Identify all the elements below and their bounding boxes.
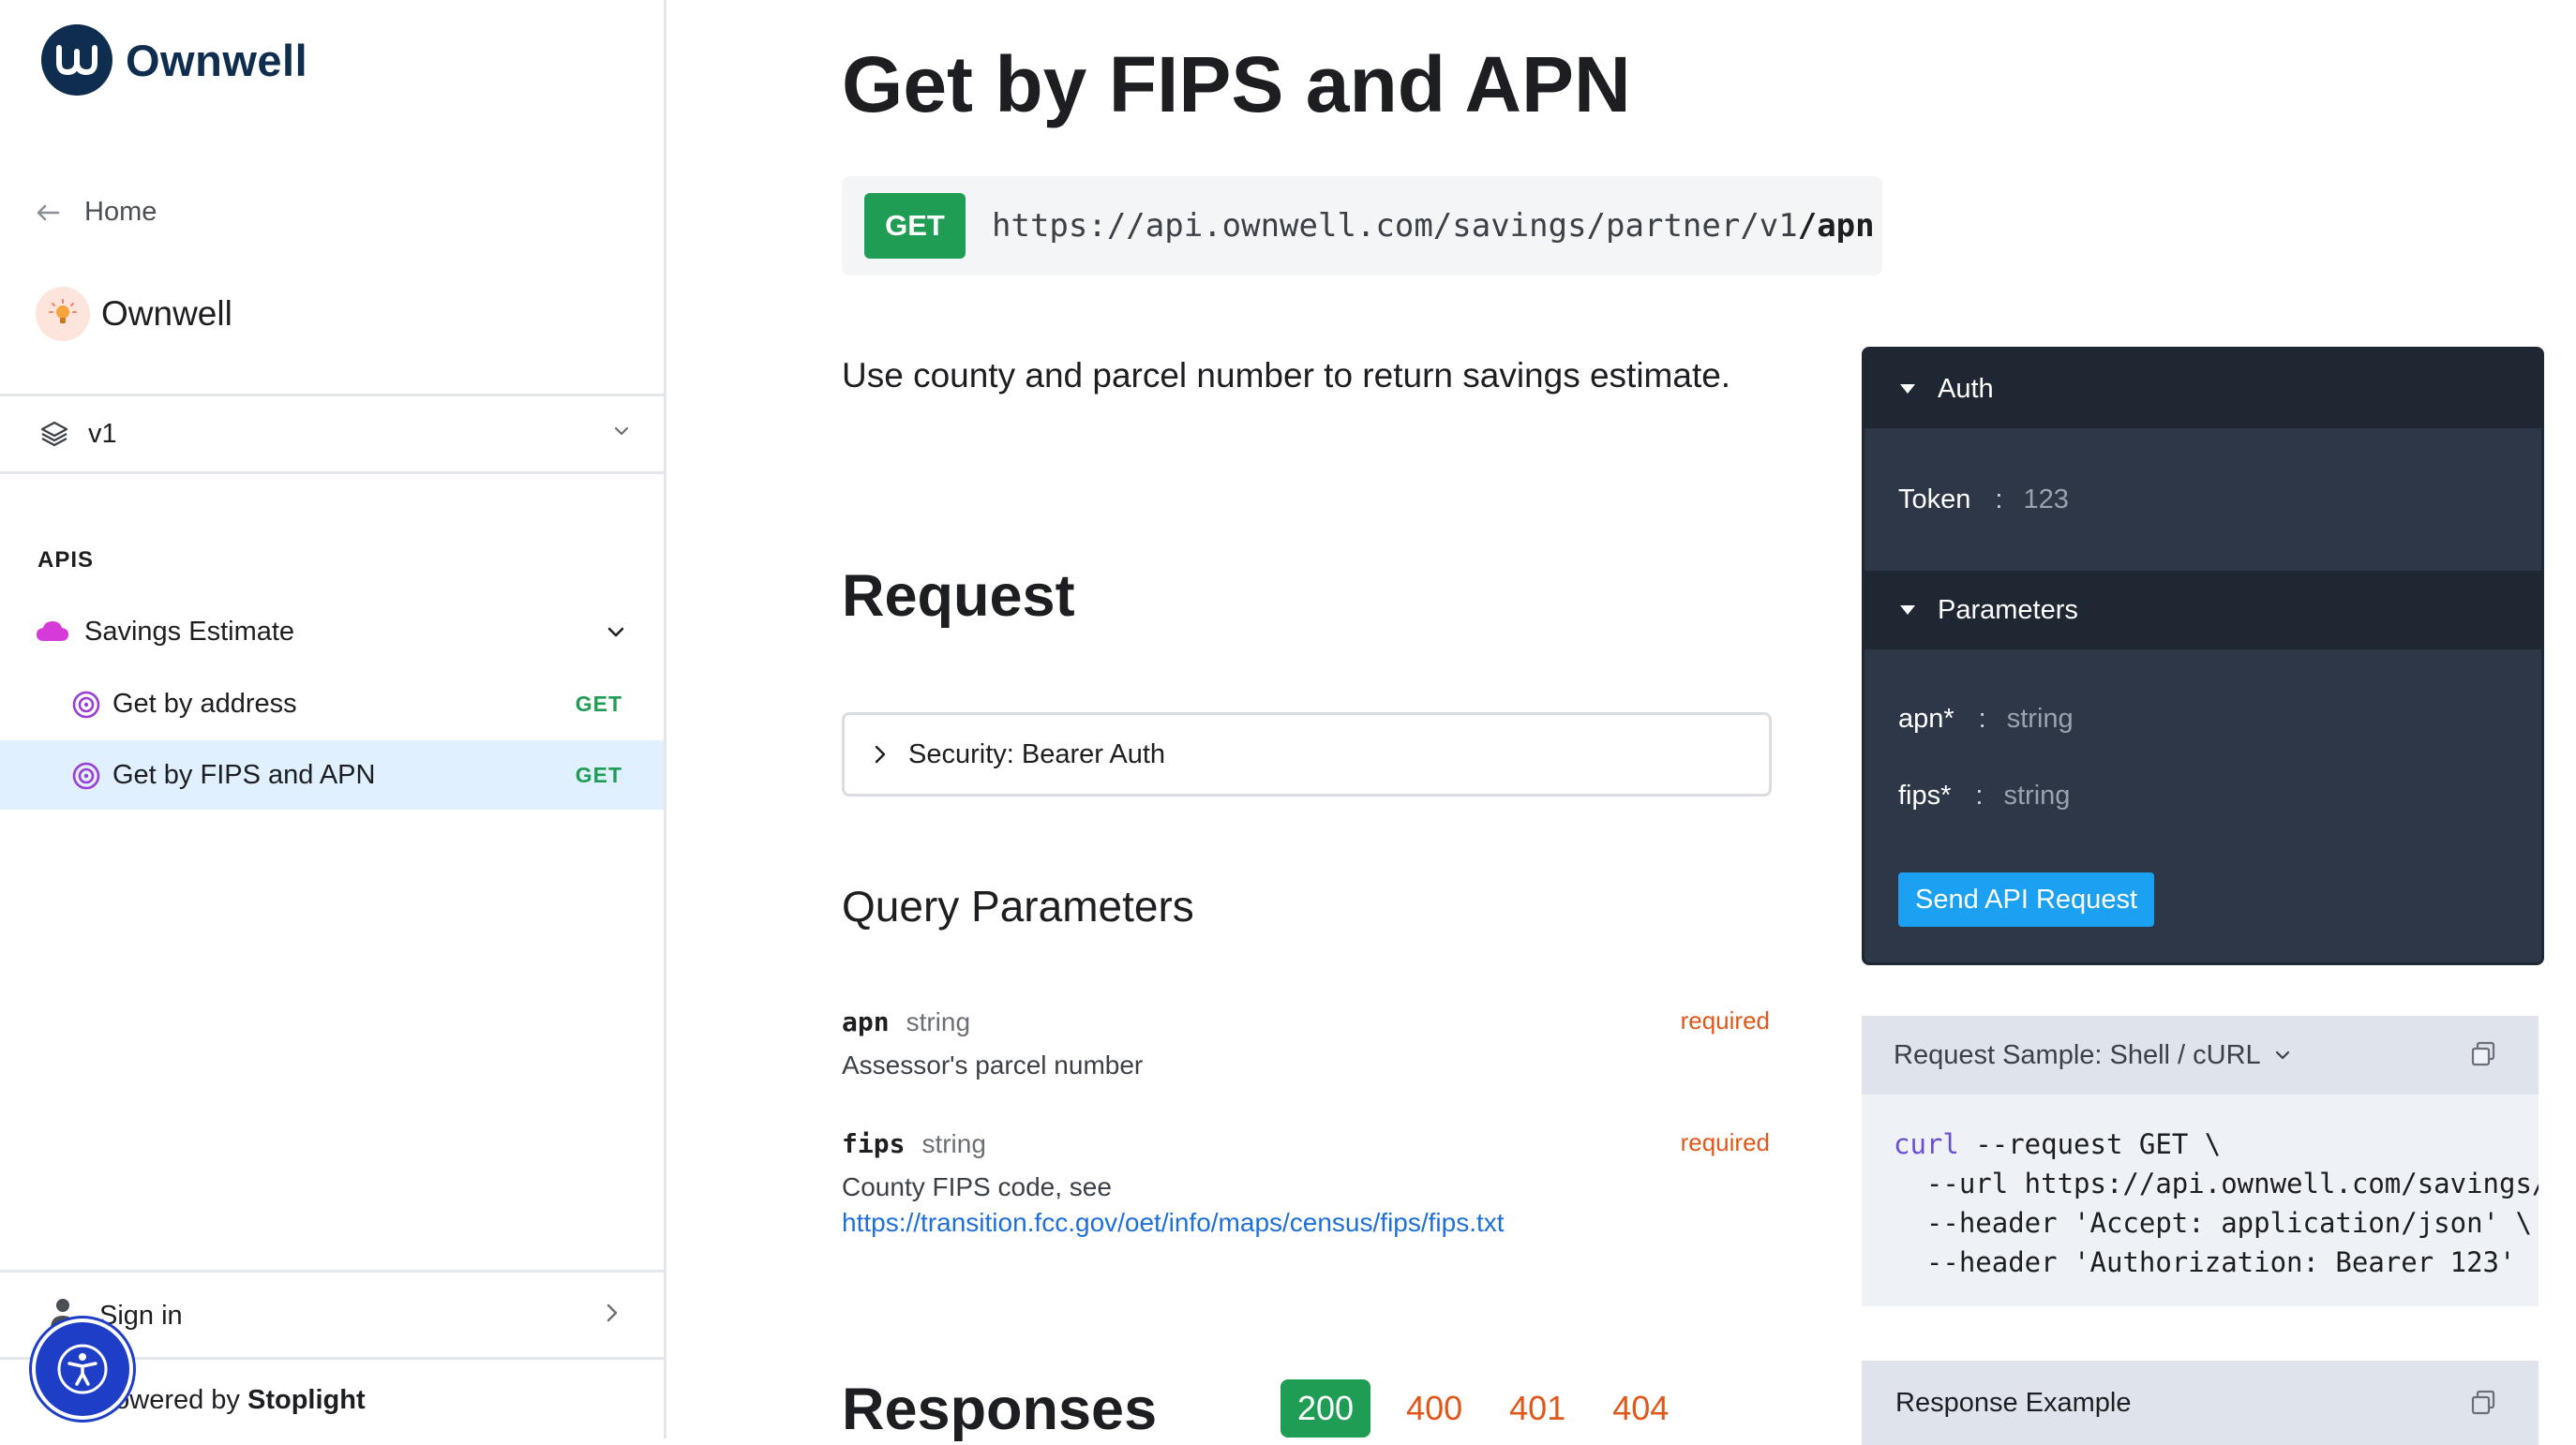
copy-icon[interactable] [2469,1040,2497,1068]
accessibility-icon [57,1344,108,1394]
request-sample-panel: Request Sample: Shell / cURL curl --requ… [1862,1016,2539,1306]
sidebar: Ownwell Home Ownwell v1 APIS Savings Est… [0,0,666,1438]
request-heading: Request [842,563,1075,629]
param-fips: fips string required County FIPS code, se… [842,1128,1770,1238]
chevron-right-icon [607,1303,618,1322]
http-method-badge: GET [864,193,966,259]
param-type: string [921,1129,986,1158]
caret-down-icon [1900,384,1915,394]
required-badge: required [1680,1006,1770,1035]
security-label: Security: Bearer Auth [908,738,1166,769]
home-label: Home [84,197,157,227]
brand-logo[interactable]: Ownwell [41,24,307,96]
parameters-section-header[interactable]: Parameters [1865,571,2541,649]
param-row-fips: fips*: string [1898,781,2070,812]
chevron-down-icon [2275,1050,2289,1060]
home-link[interactable]: Home [36,197,157,228]
security-accordion[interactable]: Security: Bearer Auth [842,712,1772,797]
url-base: https://api.ownwell.com/savings/partner/… [992,207,1798,245]
param-description: County FIPS code, see [842,1172,1112,1201]
response-tab-401[interactable]: 401 [1509,1389,1566,1427]
project-name: Ownwell [101,294,232,333]
powered-brand: Stoplight [247,1385,366,1415]
nav-item-label: Get by address [112,688,297,719]
fips-reference-link[interactable]: https://transition.fcc.gov/oet/info/maps… [842,1208,1505,1237]
param-type: string [906,1007,971,1036]
token-input[interactable]: 123 [2023,484,2069,514]
param-name: fips [842,1128,906,1159]
param-label: apn* [1898,704,1954,734]
project-title[interactable]: Ownwell [36,287,232,341]
query-parameters-heading: Query Parameters [842,882,1194,931]
code-line: curl --request GET \ [1894,1128,2222,1160]
request-sample-code: curl --request GET \ --url https://api.o… [1894,1125,2539,1282]
response-tab-400[interactable]: 400 [1406,1389,1463,1427]
code-line: --url https://api.ownwell.com/savings/p [1894,1168,2539,1199]
request-sample-header[interactable]: Request Sample: Shell / cURL [1862,1016,2539,1095]
response-tab-404[interactable]: 404 [1612,1389,1670,1427]
sidebar-item-get-by-fips-and-apn[interactable]: Get by FIPS and APN GET [0,740,664,810]
parameters-header-label: Parameters [1938,594,2078,625]
colon-separator: : [1975,781,1984,811]
endpoint-bar: GET https://api.ownwell.com/savings/part… [842,176,1882,276]
param-name: apn [842,1006,890,1037]
param-description: Assessor's parcel number [842,1050,1144,1080]
response-example-panel: Response Example [1862,1361,2539,1445]
version-selector[interactable]: v1 [0,394,664,474]
ownwell-logo-icon [41,24,112,96]
response-example-title: Response Example [1895,1387,2132,1418]
fips-input[interactable]: string [2003,781,2071,811]
auth-section-header[interactable]: Auth [1865,350,2541,428]
version-label: v1 [88,418,117,449]
caret-down-icon [1900,605,1915,615]
endpoint-url: https://api.ownwell.com/savings/partner/… [992,207,1875,245]
param-row-apn: apn*: string [1898,704,2074,735]
chevron-right-icon [875,745,886,764]
copy-icon[interactable] [2469,1389,2497,1417]
sign-in-row[interactable]: Sign in [0,1270,664,1360]
group-label: Savings Estimate [84,616,295,647]
brand-name: Ownwell [126,35,308,85]
page-title: Get by FIPS and APN [842,40,1631,128]
section-title-apis: APIS [37,547,95,573]
colon-separator: : [1995,484,2003,514]
sidebar-item-get-by-address[interactable]: Get by address GET [0,669,664,738]
accessibility-button[interactable] [32,1318,133,1420]
target-icon [72,691,100,719]
responses-heading: Responses [842,1377,1158,1442]
param-label: fips* [1898,781,1952,811]
apn-input[interactable]: string [2006,704,2074,734]
response-tab-200[interactable]: 200 [1281,1379,1371,1438]
target-icon [72,762,100,790]
auth-header-label: Auth [1938,373,1994,404]
url-path: /apn [1797,207,1875,245]
powered-by[interactable]: powered by Stoplight [99,1385,366,1416]
response-code-tabs: 200 400 401 404 [1281,1379,1715,1438]
code-line: --header 'Accept: application/json' \ [1894,1207,2532,1239]
lightbulb-icon [36,287,90,341]
endpoint-description: Use county and parcel number to return s… [842,356,1731,395]
sign-in-label: Sign in [99,1301,183,1331]
token-label: Token [1898,484,1971,514]
colon-separator: : [1978,704,1986,734]
arrow-left-icon [37,204,60,220]
chevron-down-icon [607,627,624,637]
sidebar-group-savings-estimate[interactable]: Savings Estimate [36,611,636,652]
send-api-request-button[interactable]: Send API Request [1898,872,2154,927]
method-badge: GET [575,691,622,716]
token-row: Token:123 [1898,484,2069,515]
cloud-icon [37,621,68,641]
code-line: --header 'Authorization: Bearer 123' [1894,1246,2516,1278]
layers-icon [40,421,68,447]
method-badge: GET [575,762,622,787]
request-sample-title: Request Sample: Shell / cURL [1894,1039,2261,1070]
required-badge: required [1680,1128,1770,1156]
try-it-panel: Auth Token:123 Parameters apn*:string fi… [1862,347,2544,965]
nav-item-label: Get by FIPS and APN [112,759,376,790]
param-apn: apn string required Assessor's parcel num… [842,1006,1770,1080]
chevron-down-icon [614,426,629,436]
